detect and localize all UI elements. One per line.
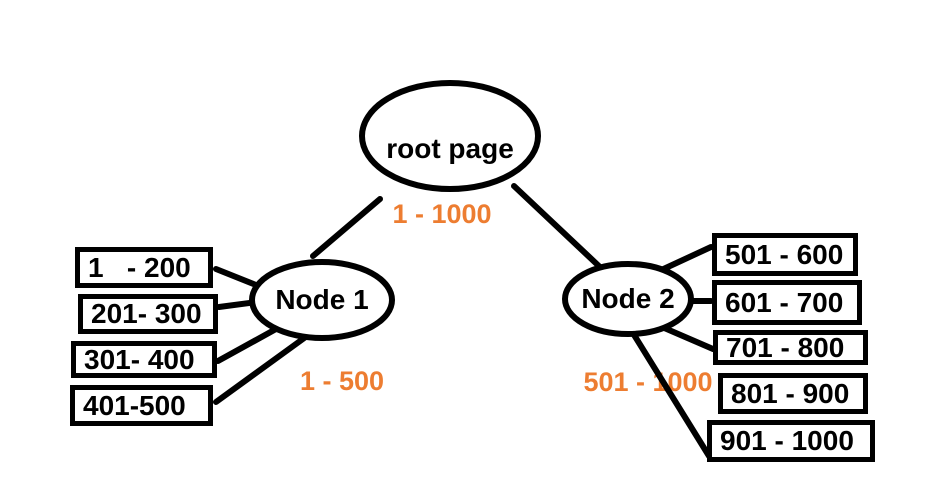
edge-node2-to-page1 [654, 244, 714, 275]
page-range-box-501-600: 501 - 600 [712, 233, 858, 276]
page-range-box-1-200: 1 - 200 [75, 247, 213, 288]
page-range-box-801-900: 801 - 900 [718, 373, 868, 414]
page-range-box-301-400: 301- 400 [71, 341, 217, 378]
root-page-label: root page [386, 133, 514, 164]
page-range-box-201-300: 201- 300 [78, 294, 218, 334]
page-range-box-901-1000: 901 - 1000 [707, 420, 875, 462]
node2-label: Node 2 [581, 283, 675, 314]
edge-root-to-node1 [310, 196, 383, 259]
page-range-box-601-700: 601 - 700 [712, 280, 862, 325]
edge-label-node1-range: 1 - 500 [299, 366, 385, 396]
page-range-box-401-500: 401-500 [70, 385, 213, 426]
edge-node1-to-page3 [215, 326, 279, 364]
edge-node2-to-page3 [659, 324, 716, 352]
edge-root-to-node2 [511, 183, 604, 271]
node1-label: Node 1 [275, 284, 369, 315]
page-range-box-701-800: 701 - 800 [713, 330, 868, 365]
edge-label-root-range: 1 - 1000 [392, 199, 492, 229]
edge-label-node2-range: 501 - 1000 [583, 367, 713, 397]
edge-node1-to-page1 [213, 266, 259, 288]
